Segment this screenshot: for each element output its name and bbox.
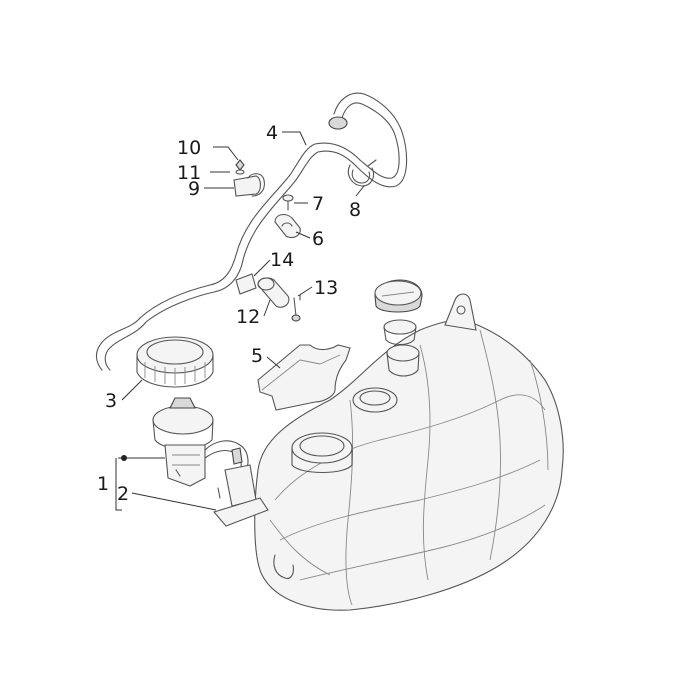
- callout-13: 13: [314, 277, 338, 299]
- callout-dot: [121, 455, 127, 461]
- callout-labels: 10 11 9 4 7 8 6 14 13 12 5 3 1 2: [97, 122, 361, 505]
- fuel-tank: [254, 293, 564, 611]
- fuel-cap: [374, 279, 423, 377]
- callout-12: 12: [236, 306, 260, 328]
- callout-3: 3: [105, 390, 117, 412]
- callout-8: 8: [349, 199, 361, 221]
- bracket-5: [257, 344, 351, 411]
- clip-6: [274, 194, 301, 239]
- leader-lines: [115, 131, 365, 511]
- callout-7: 7: [312, 193, 324, 215]
- fuel-hose: [95, 92, 408, 371]
- callout-5: 5: [251, 345, 263, 367]
- callout-2: 2: [117, 483, 129, 505]
- callout-1: 1: [97, 473, 109, 495]
- bracket-9: [233, 159, 265, 197]
- callout-4: 4: [266, 122, 278, 144]
- hose-clamp: [347, 159, 377, 187]
- callout-9: 9: [188, 178, 200, 200]
- callout-11: 11: [177, 162, 201, 184]
- fuel-pump: [152, 397, 269, 527]
- callout-14: 14: [270, 249, 294, 271]
- fastener-group: [235, 273, 301, 322]
- callout-10: 10: [177, 137, 201, 159]
- callout-6: 6: [312, 228, 324, 250]
- tank-opening: [291, 387, 398, 473]
- ring-nut: [136, 336, 214, 388]
